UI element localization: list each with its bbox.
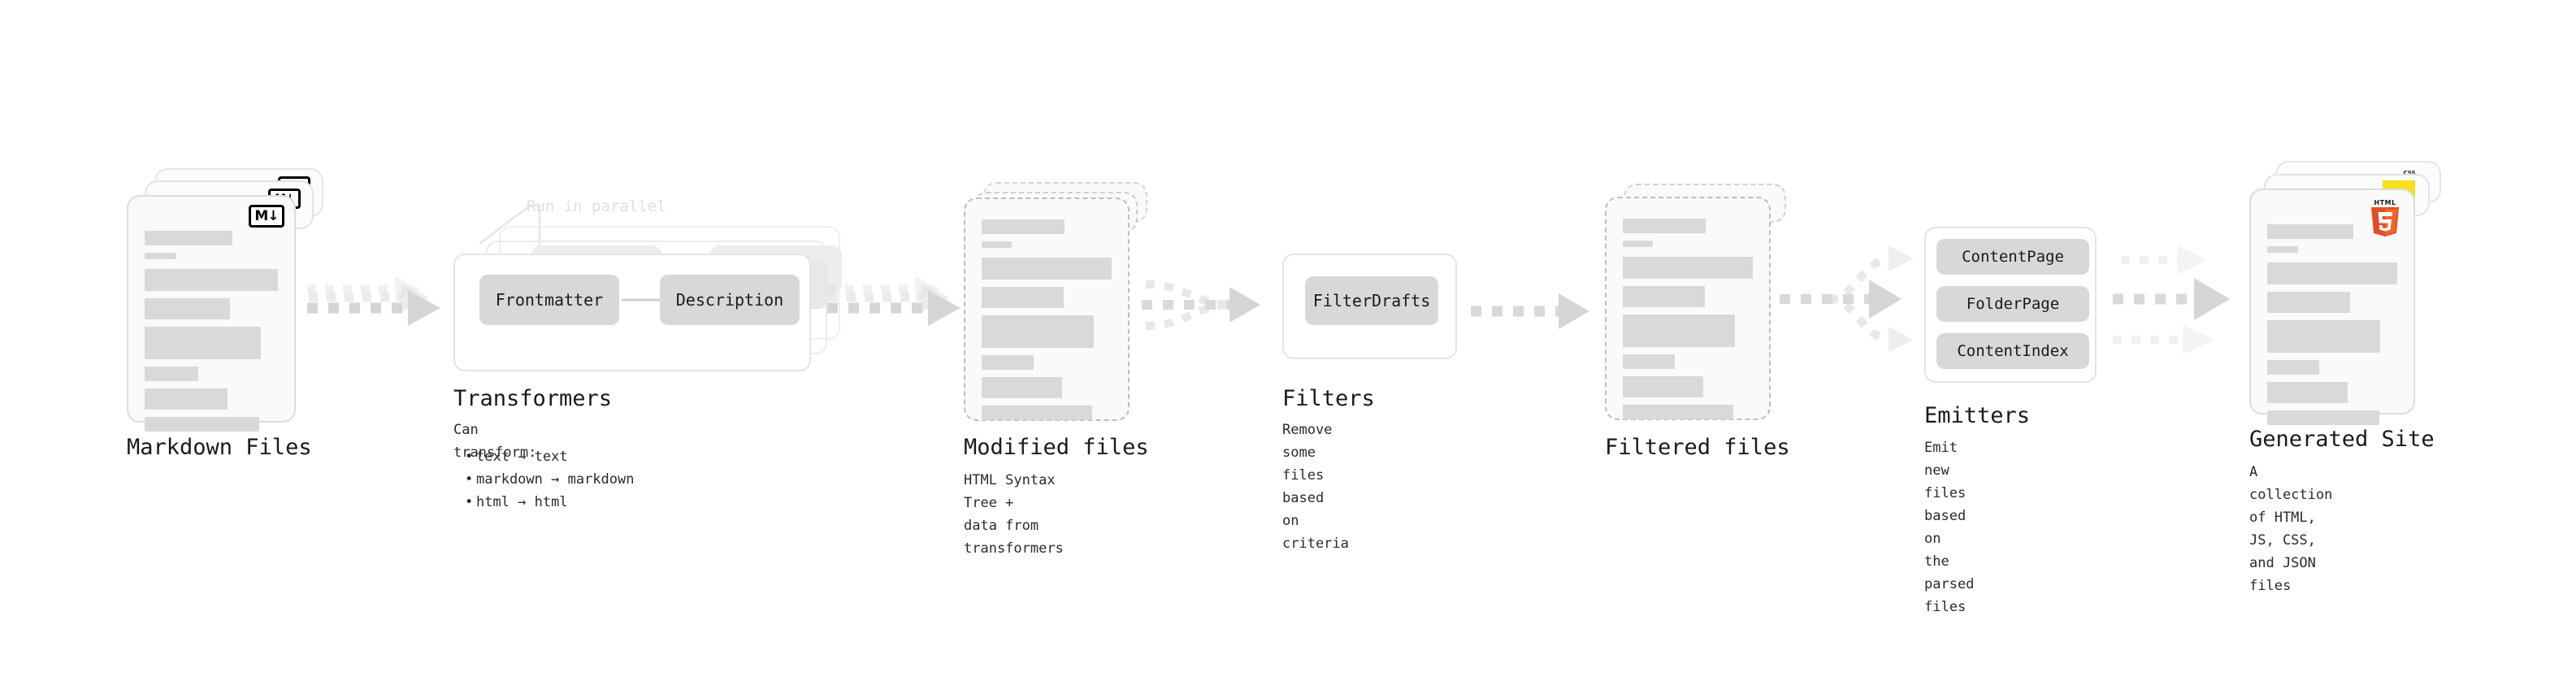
transform-list-item: markdown → markdown xyxy=(465,468,634,491)
site-card-front-html[interactable]: HTML xyxy=(2249,189,2415,425)
content-bar xyxy=(1623,286,1705,307)
stage-subtitle-modified-files: HTML Syntax Tree + data from transformer… xyxy=(964,472,1064,557)
modified-card-front[interactable] xyxy=(964,197,1130,421)
emitters-group[interactable]: ContentPage FolderPage ContentIndex xyxy=(1924,227,2097,383)
content-bar xyxy=(982,287,1064,308)
card-content-placeholder xyxy=(1623,219,1753,427)
connector-md-to-transformers xyxy=(307,276,440,326)
content-bar xyxy=(1623,376,1704,397)
connector-emitters-to-site xyxy=(2113,245,2230,354)
content-bar xyxy=(982,355,1034,370)
transformer-pill-description[interactable]: Description xyxy=(660,275,800,325)
svg-text:CSS: CSS xyxy=(2403,170,2415,176)
content-bar xyxy=(145,327,261,359)
stage-subtitle-generated-site: A collection of HTML, JS, CSS, and JSON … xyxy=(2249,464,2333,595)
content-bar xyxy=(2267,292,2351,313)
content-bar xyxy=(2267,360,2319,375)
content-bar xyxy=(1623,241,1653,247)
stage-subtitle-filters: Remove some files based on criteria xyxy=(1282,422,1349,553)
content-bar xyxy=(145,298,230,319)
stage-title-transformers: Transformers xyxy=(453,386,613,411)
content-bar xyxy=(2267,320,2381,353)
stage-subtitle-emitters: Emit new files based on the parsed files xyxy=(1924,440,1975,616)
connector-filters-to-filtered xyxy=(1471,293,1589,329)
stage-title-modified-files: Modified files xyxy=(964,435,1149,460)
content-bar xyxy=(145,417,260,432)
content-bar xyxy=(2267,246,2299,253)
content-bar xyxy=(2267,382,2348,403)
content-bar xyxy=(982,406,1092,420)
filtered-card-front[interactable] xyxy=(1605,197,1771,420)
transform-list-item: text → text xyxy=(465,445,634,468)
content-bar xyxy=(1623,257,1753,279)
content-bar xyxy=(2267,224,2353,239)
filters-group[interactable]: FilterDrafts xyxy=(1282,254,1457,359)
content-bar xyxy=(982,241,1012,248)
filter-pill-filterdrafts[interactable]: FilterDrafts xyxy=(1305,276,1438,325)
content-bar xyxy=(145,253,177,259)
content-bar xyxy=(2267,410,2379,425)
card-content-placeholder xyxy=(982,219,1112,427)
html5-icon: HTML xyxy=(2371,199,2399,236)
svg-text:HTML: HTML xyxy=(2374,199,2396,206)
content-bar xyxy=(145,269,278,291)
content-bar xyxy=(1623,354,1675,369)
emitter-pill-folderpage[interactable]: FolderPage xyxy=(1936,286,2089,322)
connector-filtered-to-emitters xyxy=(1780,245,1913,353)
transformer-pill-frontmatter[interactable]: Frontmatter xyxy=(479,275,619,325)
transform-list: text → text markdown → markdown html → h… xyxy=(465,445,634,514)
content-bar xyxy=(982,315,1094,348)
content-bar xyxy=(2267,262,2397,284)
connector-modified-to-filters xyxy=(1142,280,1260,330)
content-bar xyxy=(1623,405,1733,419)
content-bar xyxy=(145,231,233,245)
content-bar xyxy=(982,377,1063,398)
stage-title-markdown-files: Markdown Files xyxy=(127,435,312,460)
card-content-placeholder xyxy=(2267,224,2397,432)
content-bar xyxy=(145,388,228,410)
stage-title-filtered-files: Filtered files xyxy=(1605,435,1790,460)
stage-title-generated-site: Generated Site xyxy=(2249,427,2435,452)
markdown-card-front[interactable]: M↓ xyxy=(127,195,296,432)
transformers-group-front[interactable]: Frontmatter Description xyxy=(453,254,811,371)
content-bar xyxy=(1623,219,1706,233)
emitter-pill-contentindex[interactable]: ContentIndex xyxy=(1936,333,2089,369)
stage-title-filters: Filters xyxy=(1282,386,1375,411)
content-bar xyxy=(982,258,1112,280)
connector-transformers-to-modified xyxy=(827,276,961,326)
emitter-pill-contentpage[interactable]: ContentPage xyxy=(1936,239,2089,275)
card-content-placeholder xyxy=(145,231,278,439)
markdown-icon: M↓ xyxy=(249,205,284,228)
parallel-label: Run in parallel xyxy=(527,197,666,215)
transform-list-item: html → html xyxy=(465,491,634,514)
content-bar xyxy=(1623,314,1735,347)
content-bar xyxy=(145,367,198,381)
content-bar xyxy=(982,219,1065,234)
stage-title-emitters: Emitters xyxy=(1924,403,2031,428)
